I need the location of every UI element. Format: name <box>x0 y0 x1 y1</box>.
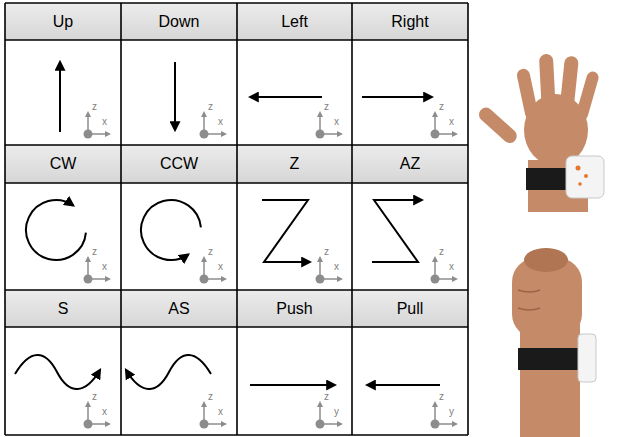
device-dot <box>584 174 588 178</box>
table-header: AS <box>123 291 235 326</box>
gesture-arrow <box>372 200 422 262</box>
table-header: CCW <box>123 146 235 182</box>
axis-label: x <box>102 262 107 272</box>
axis-label: x <box>334 117 339 127</box>
grid-line <box>5 144 468 146</box>
grid-line <box>5 326 468 328</box>
axis-icon <box>200 111 228 139</box>
axis-label: z <box>92 102 97 112</box>
axis-icon <box>84 111 112 139</box>
axis-label: y <box>334 407 339 417</box>
axis-label: z <box>208 102 213 112</box>
axis-icon <box>431 401 459 429</box>
grid-line <box>236 3 238 435</box>
sensor-device <box>578 334 596 382</box>
open-hand-photo <box>476 54 604 212</box>
gesture-arrow <box>26 200 86 260</box>
grid-line <box>5 182 468 184</box>
gesture-strokes <box>15 62 440 389</box>
table-header: S <box>7 291 119 326</box>
axis-label: z <box>92 247 97 257</box>
sensor-device <box>566 156 604 198</box>
axis-label: z <box>324 247 329 257</box>
axis-label: z <box>324 102 329 112</box>
grid-line <box>4 3 6 435</box>
axis-label: x <box>102 407 107 417</box>
gesture-arrow <box>15 355 100 389</box>
axis-icon <box>200 256 228 284</box>
axis-label: x <box>218 407 223 417</box>
gesture-arrow <box>141 200 201 260</box>
fist-photo <box>512 248 596 437</box>
axis-icon <box>316 256 344 284</box>
device-dot <box>578 182 582 186</box>
axis-label: z <box>208 392 213 402</box>
grid-line <box>5 2 468 4</box>
axis-icon <box>200 401 228 429</box>
thumb <box>524 248 568 272</box>
axis-label: y <box>449 407 454 417</box>
gesture-arrow <box>367 384 440 386</box>
axis-label: z <box>439 102 444 112</box>
axis-label: x <box>218 262 223 272</box>
gesture-arrow <box>126 355 211 389</box>
axis-icon <box>84 401 112 429</box>
axis-label: x <box>102 117 107 127</box>
grid-line <box>5 39 468 41</box>
palm <box>524 94 588 166</box>
gesture-arrow <box>362 96 432 98</box>
axis-icon <box>431 256 459 284</box>
grid-lines <box>5 3 468 435</box>
table-header: Down <box>123 4 235 39</box>
axis-label: x <box>218 117 223 127</box>
axis-label: x <box>334 262 339 272</box>
table-header: Right <box>354 4 466 39</box>
axis-label: x <box>449 262 454 272</box>
thumb <box>476 105 520 146</box>
gesture-arrow <box>59 62 61 132</box>
table-header: Pull <box>354 291 466 326</box>
axis-icon <box>431 111 459 139</box>
knuckle-line <box>518 290 540 310</box>
table-header: Push <box>239 291 350 326</box>
axis-label: z <box>439 392 444 402</box>
table-header: CW <box>7 146 119 182</box>
gesture-arrow <box>250 96 322 98</box>
axis-icon <box>84 256 112 284</box>
grid-line <box>120 3 122 435</box>
axis-label: x <box>449 117 454 127</box>
gesture-arrow <box>250 384 335 386</box>
axis-icon <box>316 111 344 139</box>
table-header: AZ <box>354 146 466 182</box>
grid-line <box>5 434 468 436</box>
device-dot <box>576 166 581 171</box>
gesture-arrow <box>174 62 176 130</box>
axis-label: z <box>439 247 444 257</box>
axis-label: z <box>324 392 329 402</box>
table-header: Left <box>239 4 350 39</box>
gesture-arrow <box>262 200 310 262</box>
grid-line <box>5 289 468 291</box>
wrist-strap <box>518 348 582 370</box>
table-header: Z <box>239 146 350 182</box>
axis-label: z <box>208 247 213 257</box>
axis-label: z <box>92 392 97 402</box>
table-header: Up <box>7 4 119 39</box>
axis-icon <box>316 401 344 429</box>
grid-line <box>351 3 353 435</box>
grid-line <box>467 3 469 435</box>
